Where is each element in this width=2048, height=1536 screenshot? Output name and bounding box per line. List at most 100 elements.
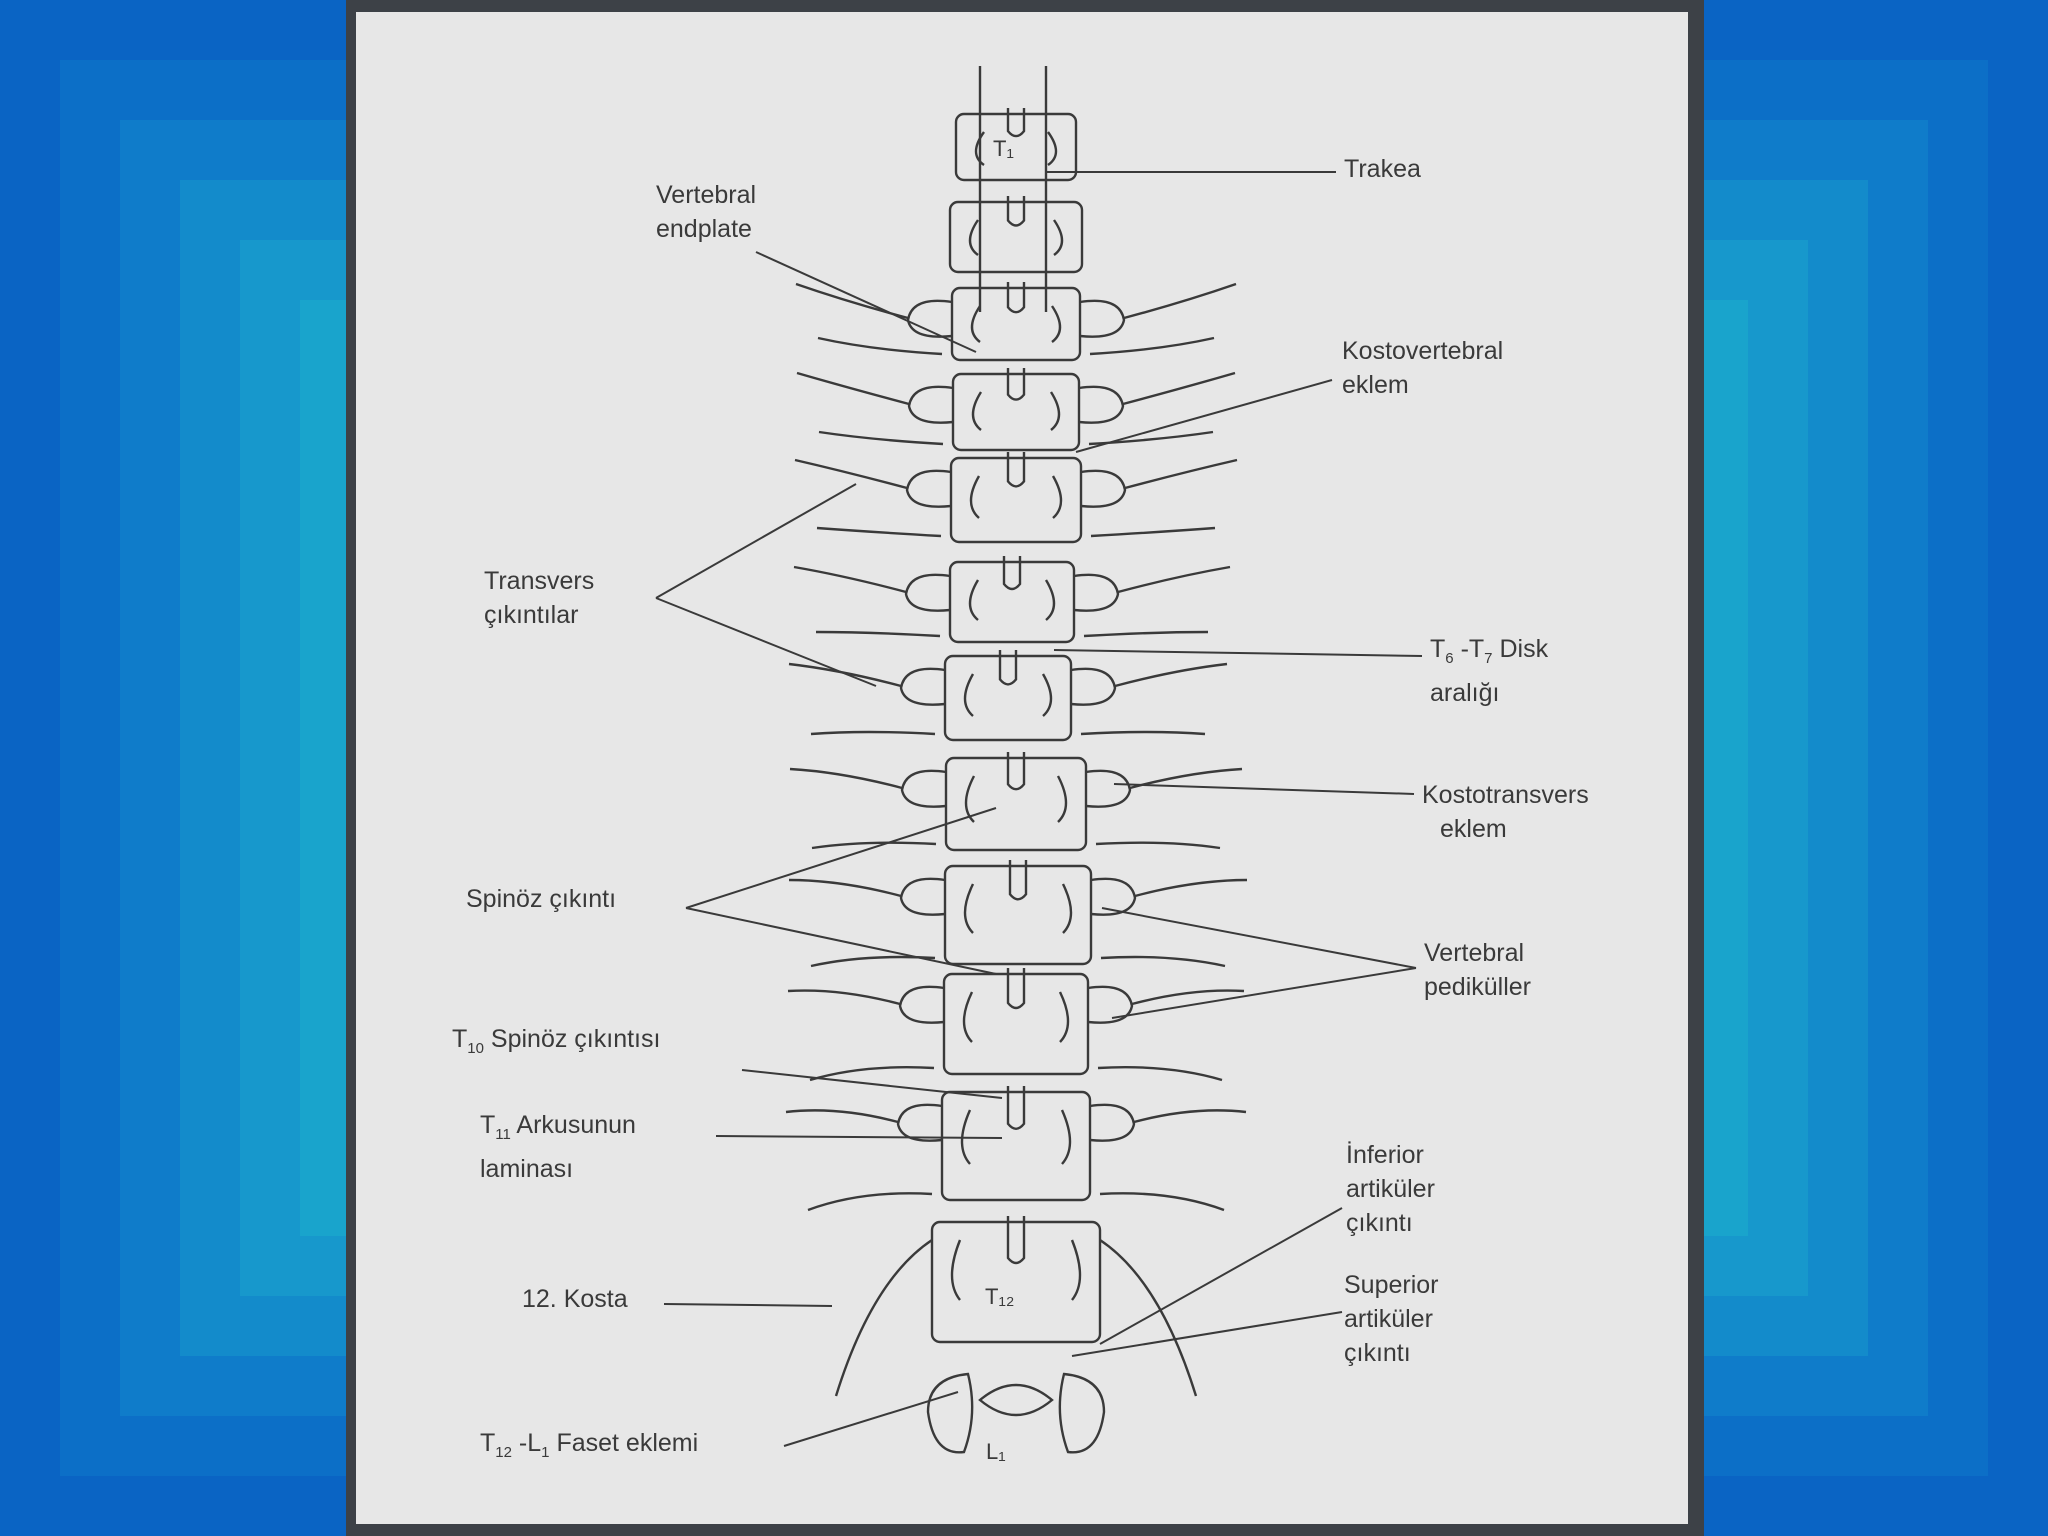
rib-right-lower	[1100, 955, 1226, 968]
transverse-process-left	[899, 877, 946, 916]
rib-left	[785, 1109, 899, 1124]
pedicle	[1041, 673, 1053, 717]
spinous-process	[1006, 968, 1026, 1010]
pointer-lines	[655, 171, 1423, 1447]
rib-right	[1122, 371, 1236, 406]
pointer-line	[1111, 967, 1417, 1019]
vertebral-body	[949, 456, 1083, 544]
rib-left-lower	[807, 1192, 933, 1212]
spinous-process	[1006, 752, 1026, 791]
transverse-process-right	[1079, 299, 1126, 338]
rib-12-right	[1099, 1239, 1198, 1397]
pedicle	[1051, 475, 1063, 519]
rib-right-lower	[1095, 841, 1221, 850]
spinous-process	[1006, 1216, 1026, 1265]
transverse-process-right	[1073, 573, 1120, 612]
rib-left	[793, 565, 907, 594]
spinous-process	[1006, 282, 1026, 314]
vertebral-body	[950, 286, 1082, 362]
spinous-process	[1006, 1086, 1026, 1130]
pointer-line	[1053, 649, 1423, 657]
rib-right	[1117, 565, 1231, 594]
pointer-line	[1101, 907, 1417, 969]
transverse-process-left	[905, 469, 952, 508]
rib-right-lower	[1089, 336, 1215, 356]
vertebral-body	[948, 200, 1084, 274]
rib-left	[789, 767, 903, 790]
pointer-line	[685, 807, 997, 909]
transverse-process-left	[900, 769, 947, 808]
label-transvers-cikintilar: Transvers çıkıntılar	[484, 567, 595, 629]
pointer-line	[1075, 379, 1333, 453]
pedicle	[1061, 883, 1073, 934]
label-trakea: Trakea	[1344, 155, 1421, 183]
l1-right-facet	[1058, 1372, 1106, 1454]
pedicle	[1070, 1239, 1082, 1301]
pedicle	[968, 579, 980, 621]
rib-right	[1131, 989, 1245, 1006]
transverse-process-right	[1090, 877, 1137, 916]
pedicle	[969, 475, 981, 519]
label-kostotransvers-eklem: Kostotransvers eklem	[1422, 781, 1589, 843]
pedicle	[1049, 391, 1061, 431]
rib-right	[1114, 662, 1228, 688]
rib-12-left	[834, 1239, 933, 1397]
rib-left-lower	[809, 1066, 935, 1082]
pedicle	[968, 219, 979, 256]
transverse-process-right	[1080, 469, 1127, 508]
pedicle	[1051, 305, 1062, 343]
label-spinoz-cikinti: Spinöz çıkıntı	[466, 885, 617, 913]
transverse-process-right	[1078, 385, 1125, 424]
rib-left-lower	[817, 336, 943, 356]
pedicle	[1044, 579, 1056, 621]
spinous-process	[1006, 452, 1026, 488]
rib-right	[1123, 282, 1237, 320]
rib-left-lower	[816, 526, 942, 538]
rib-left	[796, 371, 910, 406]
label-superior-artikuler-cikinti: Superior artiküler çıkıntı	[1344, 1271, 1439, 1367]
transverse-process-left	[907, 385, 954, 424]
pedicle	[974, 131, 985, 166]
vertebra-label-t12: T₁₂	[985, 1284, 1014, 1309]
rib-left-lower	[810, 730, 936, 736]
rib-left	[788, 662, 902, 688]
pointer-line	[655, 483, 857, 599]
transverse-process-left	[899, 667, 946, 706]
rib-right-lower	[1080, 730, 1206, 736]
vertebral-body	[948, 560, 1076, 644]
pointer-line	[741, 1069, 1003, 1099]
pedicle	[1060, 1109, 1072, 1165]
rib-left-lower	[810, 955, 936, 968]
label-disk-araligi: T6 -T7 Disk aralığı	[1430, 635, 1549, 707]
rib-right-lower	[1083, 630, 1209, 638]
pedicle	[971, 391, 983, 431]
vertebral-body	[954, 112, 1078, 182]
transverse-process-right	[1070, 667, 1117, 706]
label-vertebral-endplate: Vertebral endplate	[656, 181, 757, 243]
pointer-line	[663, 1303, 833, 1307]
label-kostovertebral-eklem: Kostovertebral eklem	[1342, 337, 1504, 399]
spinous-process	[1008, 860, 1028, 901]
pedicle	[1053, 219, 1064, 256]
pointer-line	[715, 1135, 1003, 1139]
rib-left	[787, 989, 901, 1006]
pedicle	[950, 1239, 962, 1301]
spine-drawing: T₁ T₁₂ L₁	[655, 66, 1423, 1464]
label-12-kosta: 12. Kosta	[522, 1285, 628, 1313]
l1-spinous	[978, 1383, 1054, 1417]
vertebral-body	[944, 756, 1088, 852]
pedicle	[1047, 131, 1058, 166]
label-t12-l1-faset-eklemi: T12 -L1 Faset eklemi	[480, 1429, 699, 1461]
thoracic-spine	[785, 66, 1248, 1454]
label-vertebral-pedikuller: Vertebral pediküller	[1424, 939, 1532, 1001]
transverse-process-left	[904, 573, 951, 612]
pointer-line	[685, 907, 997, 975]
rib-left-lower	[811, 841, 937, 850]
pointer-line	[655, 597, 877, 687]
rib-left-lower	[818, 430, 944, 446]
label-inferior-artikuler-cikinti: İnferior artiküler çıkıntı	[1346, 1141, 1435, 1237]
rib-right-lower	[1090, 526, 1216, 538]
pointer-line	[1113, 783, 1415, 795]
vertebra-label-l1: L₁	[986, 1439, 1006, 1464]
pedicle	[964, 775, 976, 823]
